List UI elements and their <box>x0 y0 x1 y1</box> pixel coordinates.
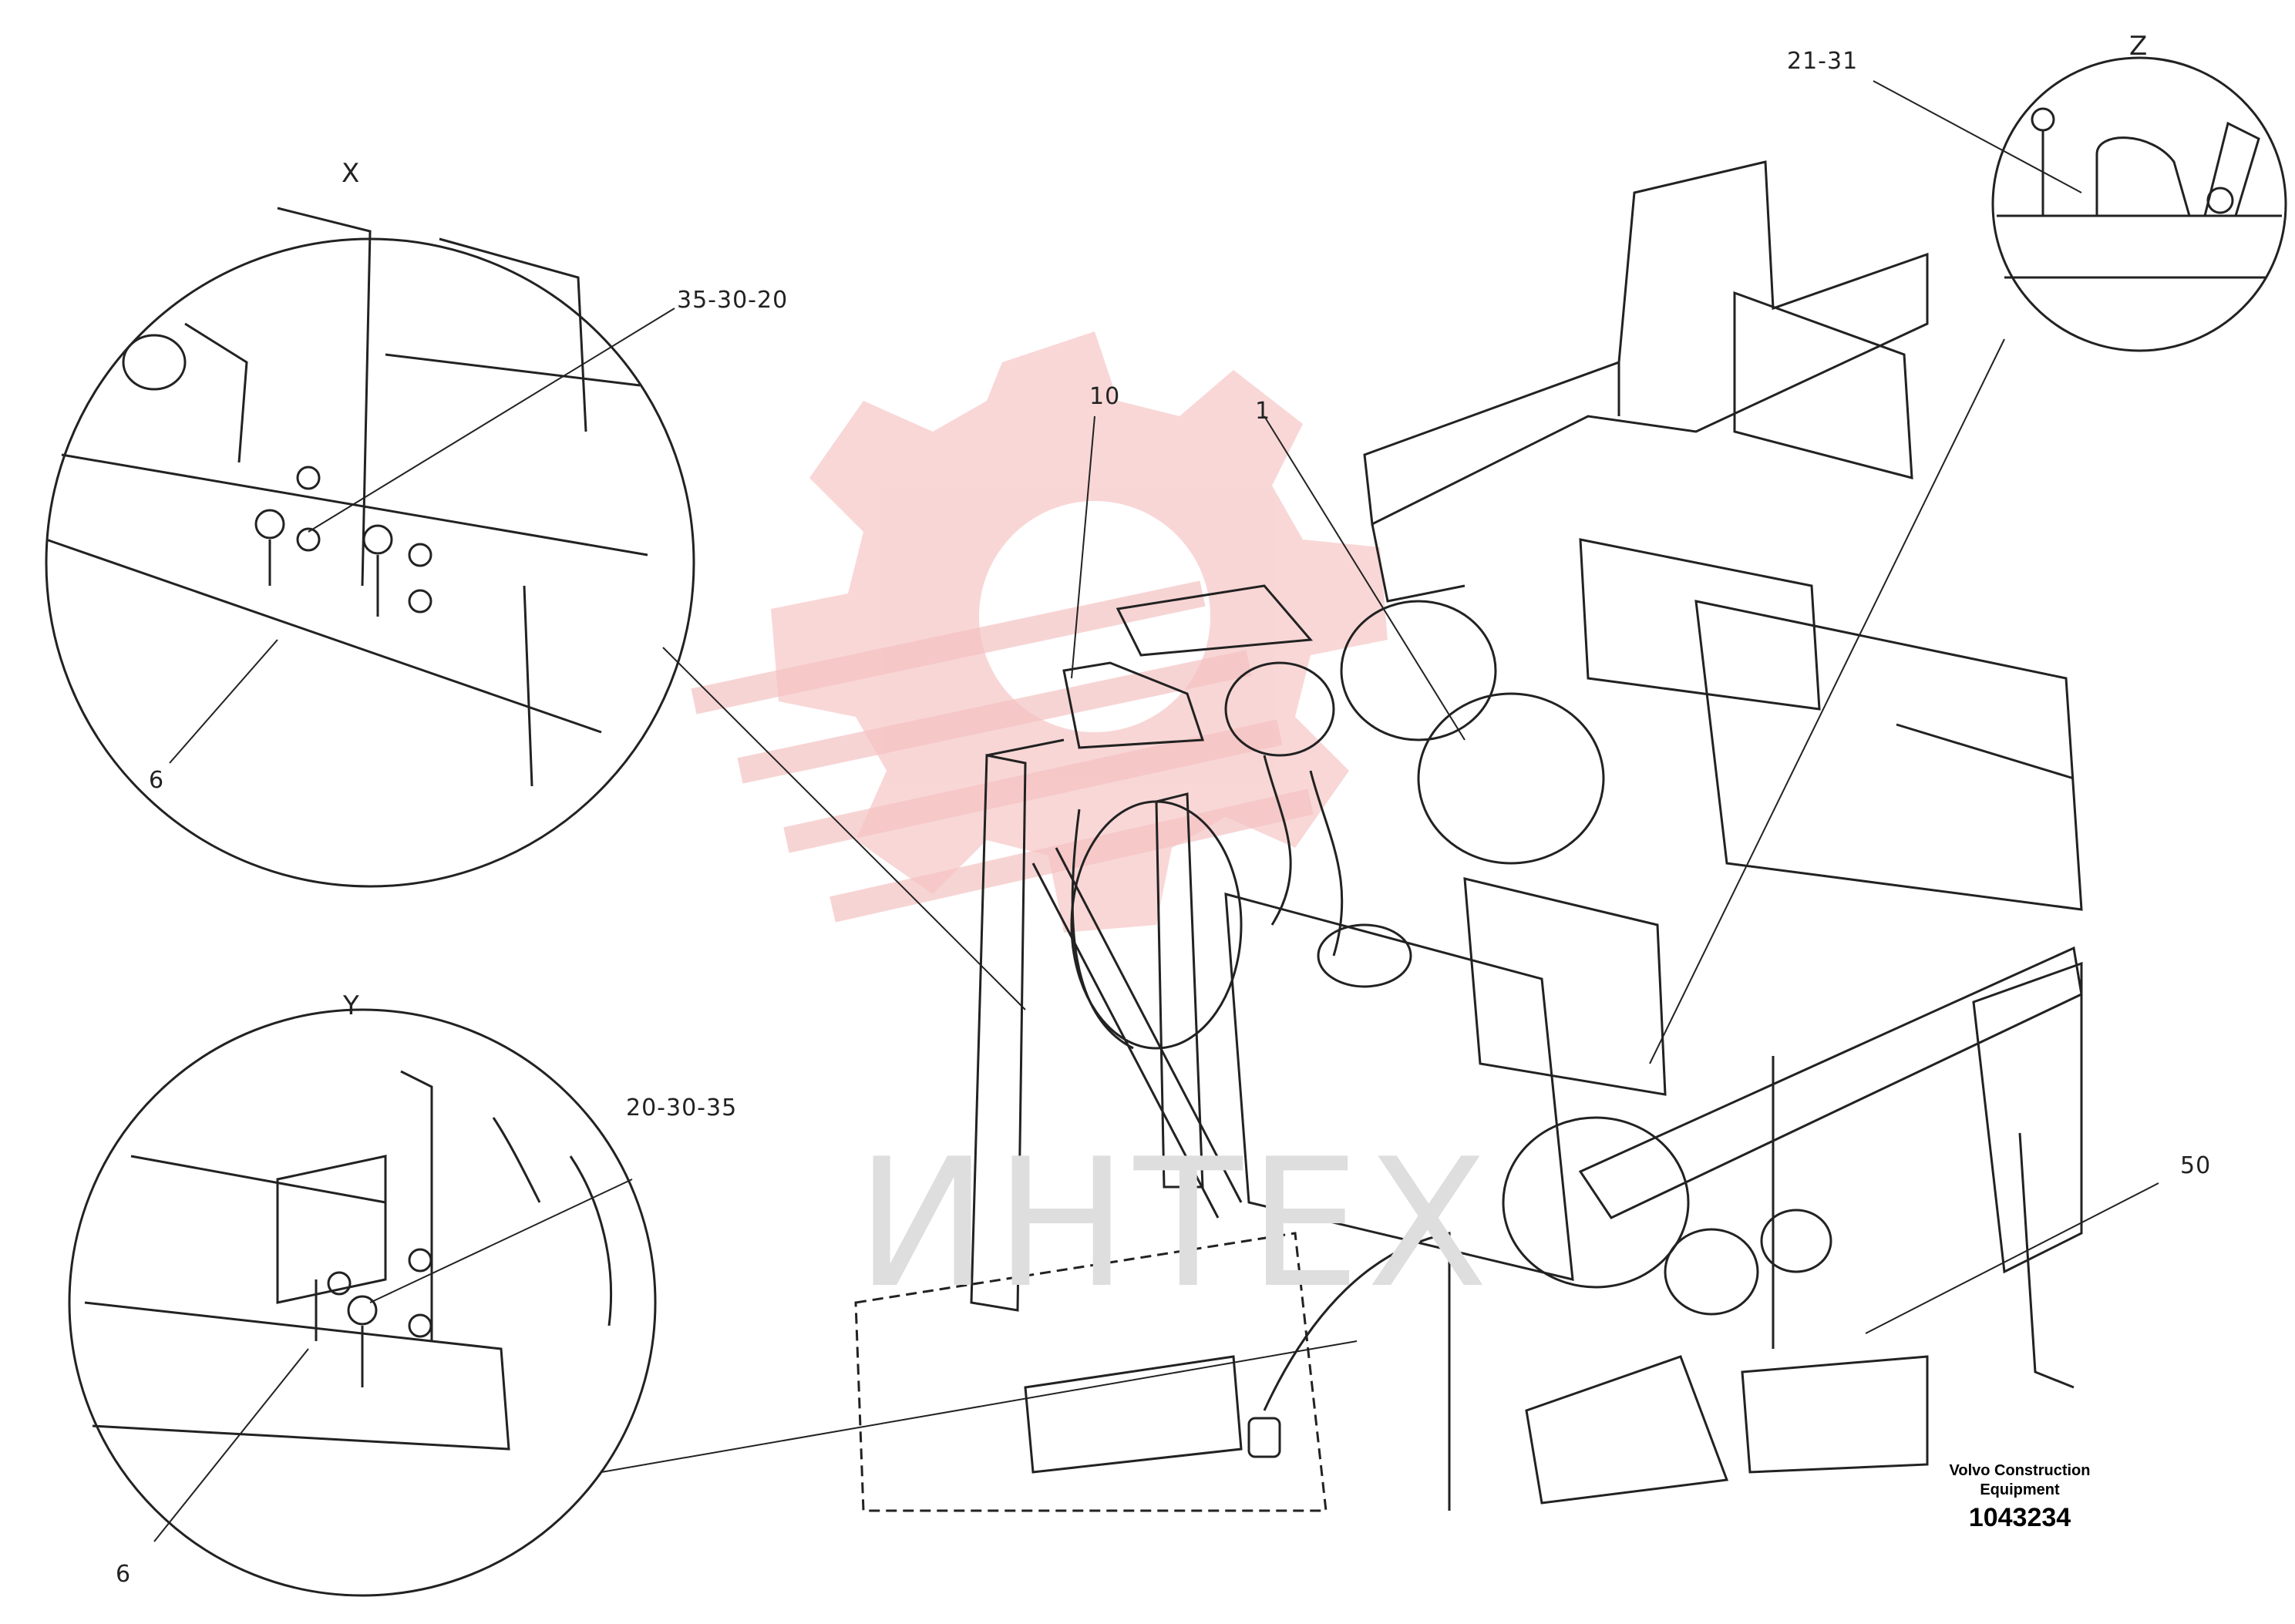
leader-y-to-engine <box>601 1340 1358 1473</box>
engine-assembly <box>970 584 1832 1316</box>
detail-view-y <box>68 1008 657 1597</box>
leader-x-to-engine <box>662 647 1026 1010</box>
leader-50 <box>1865 1182 2159 1334</box>
view-label-x: X <box>342 158 361 189</box>
detail-view-x <box>45 207 695 888</box>
callout-x-6: 6 <box>149 767 165 794</box>
view-label-z: Z <box>2129 31 2149 62</box>
callout-10: 10 <box>1089 383 1121 410</box>
callout-21-31: 21-31 <box>1787 48 1859 75</box>
callout-50: 50 <box>2180 1152 2212 1179</box>
leader-x-35-30-20 <box>308 308 675 533</box>
callout-20-30-35: 20-30-35 <box>626 1094 738 1121</box>
callout-1: 1 <box>1255 398 1271 425</box>
leader-z-21-31 <box>1873 80 2082 193</box>
leader-x-6 <box>169 639 278 764</box>
leader-y-6 <box>153 1348 309 1542</box>
callout-35-30-20: 35-30-20 <box>677 287 789 314</box>
leader-10 <box>1071 415 1095 679</box>
base-frame <box>854 1232 1929 1512</box>
manufacturer-line-1: Volvo Construction <box>1949 1462 2091 1479</box>
frame-assembly <box>1363 160 2083 1389</box>
watermark-text: ИНТЕХ <box>856 1121 1495 1327</box>
detail-view-z <box>1991 56 2287 352</box>
document-number: 1043234 <box>1968 1503 2071 1532</box>
leader-1 <box>1264 415 1466 741</box>
leader-z-to-frame <box>1649 338 2005 1064</box>
view-label-y: Y <box>343 990 360 1021</box>
manufacturer-name: Volvo Construction Equipment <box>1920 1461 2120 1500</box>
manufacturer-line-2: Equipment <box>1980 1481 2060 1498</box>
callout-y-6: 6 <box>116 1561 132 1588</box>
leader-y-20-30-35 <box>369 1178 633 1303</box>
